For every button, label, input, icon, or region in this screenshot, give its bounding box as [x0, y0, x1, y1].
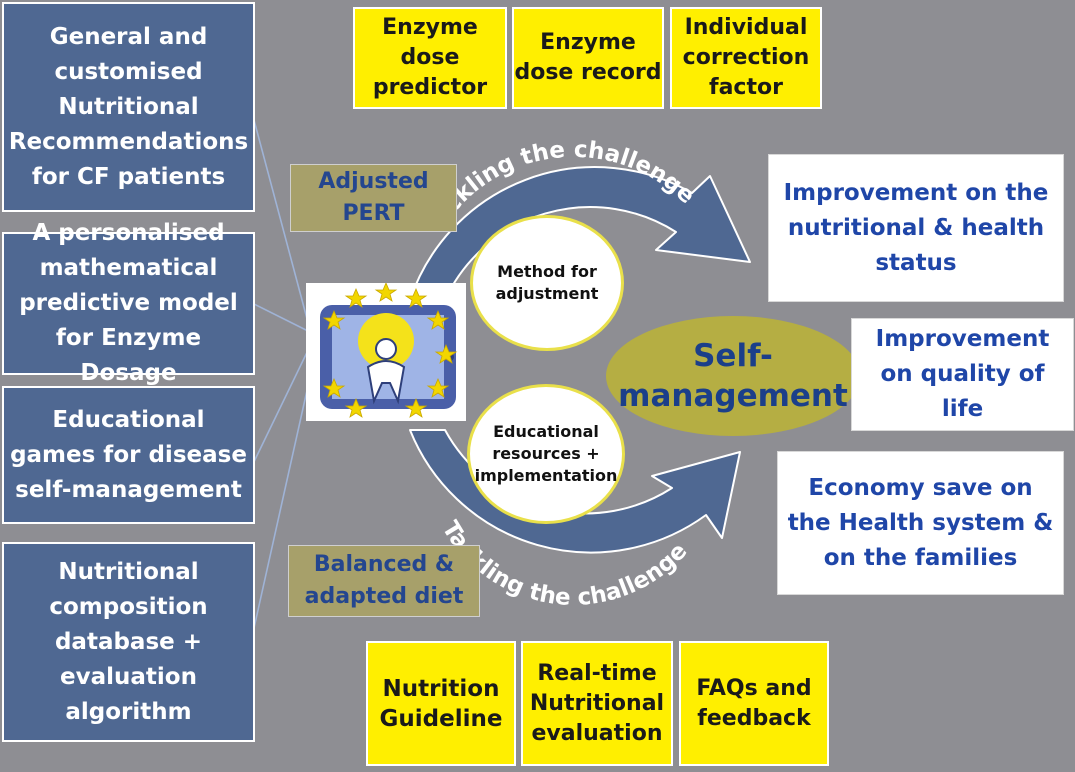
outcome-nutritional-health: Improvement on the nutritional & health …	[768, 154, 1064, 302]
top-box-label: Enzyme dose predictor	[372, 15, 488, 100]
outcome-label: Improvement on the nutritional & health …	[783, 179, 1049, 276]
outcome-economy-save: Economy save on the Health system & on t…	[777, 451, 1064, 595]
top-box-label: Enzyme dose record	[514, 30, 662, 85]
bottom-box-label: Real-time Nutritional evaluation	[529, 660, 665, 746]
top-box-enzyme-dose-record: Enzyme dose record	[512, 7, 664, 109]
self-management-label: Self-management	[606, 316, 860, 436]
connector-line	[245, 89, 311, 331]
app-logo-image	[320, 281, 458, 418]
top-box-enzyme-dose-predictor: Enzyme dose predictor	[353, 7, 507, 109]
bottom-box-label: Nutrition Guideline	[379, 675, 503, 732]
circle-label: Method for adjustment	[495, 262, 599, 303]
bottom-box-label: FAQs and feedback	[696, 675, 812, 731]
left-box-label: General and customised Nutritional Recom…	[8, 23, 249, 190]
top-box-label: Individual correction factor	[682, 15, 810, 100]
educational-resources-circle: Educational resources + implementation	[467, 384, 625, 524]
app-logo	[306, 281, 466, 421]
left-box-label: Educational games for disease self-manag…	[10, 406, 247, 503]
outcome-label: Improvement on quality of life	[875, 326, 1050, 422]
bottom-box-faqs-feedback: FAQs and feedback	[679, 641, 829, 766]
outcome-label: Economy save on the Health system & on t…	[787, 474, 1054, 571]
bottom-box-realtime-evaluation: Real-time Nutritional evaluation	[521, 641, 673, 766]
bottom-box-nutrition-guideline: Nutrition Guideline	[366, 641, 516, 766]
left-box-predictive-model: A personalised mathematical predictive m…	[2, 220, 255, 386]
left-box-composition-database: Nutritional composition database + evalu…	[2, 542, 255, 742]
left-box-label: A personalised mathematical predictive m…	[19, 220, 238, 386]
left-box-label: Nutritional composition database + evalu…	[49, 558, 208, 725]
circle-label: Educational resources + implementation	[474, 422, 618, 485]
self-management-ellipse	[606, 316, 860, 436]
adjusted-pert-box: Adjusted PERT	[290, 164, 457, 232]
connector-line	[249, 341, 313, 471]
center-label: Self-management	[618, 338, 848, 414]
olive-box-label: Adjusted PERT	[318, 169, 429, 226]
left-box-nutritional-recommendations: General and customised Nutritional Recom…	[2, 2, 255, 212]
balanced-diet-box: Balanced & adapted diet	[288, 545, 480, 617]
outcome-quality-of-life: Improvement on quality of life	[851, 318, 1074, 431]
connector-line	[245, 349, 317, 665]
left-box-educational-games: Educational games for disease self-manag…	[2, 386, 255, 524]
olive-box-label: Balanced & adapted diet	[304, 552, 464, 609]
method-adjustment-circle: Method for adjustment	[470, 215, 624, 351]
top-box-individual-correction-factor: Individual correction factor	[670, 7, 822, 109]
